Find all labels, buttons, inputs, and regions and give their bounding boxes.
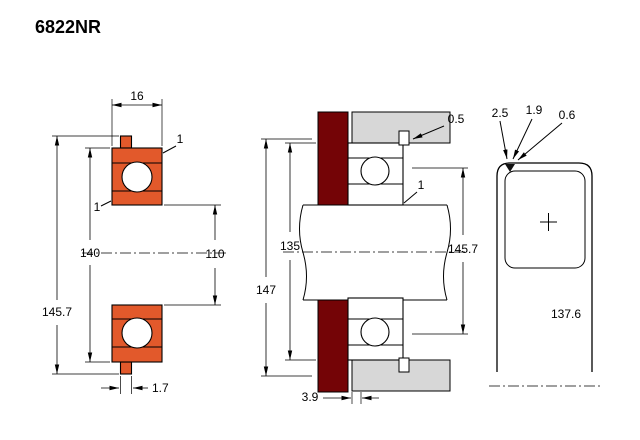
shaft-body [303, 206, 447, 299]
ball-mounted-bottom [360, 317, 390, 347]
dim-groove-depth: 2.5 [492, 106, 509, 120]
ball-mounted-top [360, 156, 390, 186]
side-gap-leader-line [412, 125, 445, 140]
chamfer-leader-line [403, 191, 418, 204]
face-outline [504, 170, 586, 269]
ring-thickness-leader [512, 118, 533, 160]
dim-chamfer-bore: 1 [94, 200, 101, 214]
groove-depth-leader [499, 120, 508, 160]
dim-width: 16 [130, 89, 144, 103]
dim-chamfer-top: 1 [177, 132, 184, 146]
extension-lines [52, 99, 221, 394]
abutment-section-bottom [317, 299, 349, 393]
dim-abutment-dia: 135 [280, 239, 300, 253]
extension-lines [261, 138, 468, 404]
mounted-dimensions: 135 147 145.7 1 0.5 3.9 [256, 112, 478, 404]
center-mark [540, 213, 557, 231]
dim-outer-dia: 140 [80, 246, 100, 260]
ball-bottom [121, 317, 153, 349]
cross-section-dimensions: 16 140 145.7 110 1 1 1.7 [42, 89, 225, 395]
dim-side-gap: 0.5 [448, 112, 465, 126]
dim-ring-thickness: 1.9 [526, 103, 543, 117]
groove-detail-view: 2.5 1.9 0.6 137.6 [489, 103, 601, 387]
abutment-section-top [317, 111, 349, 206]
dim-chamfer-mounted: 1 [418, 178, 425, 192]
dim-edge-gap: 0.6 [559, 108, 576, 122]
dim-snap-ring-width: 1.7 [152, 381, 169, 395]
groove-notch [505, 164, 515, 172]
dim-bore-dia: 110 [205, 247, 224, 261]
cross-section-view: 16 140 145.7 110 1 1 1.7 [42, 89, 228, 395]
dim-housing-dia: 147 [256, 283, 276, 297]
edge-gap-leader [517, 122, 563, 161]
snap-ring-tab-bottom [119, 361, 133, 375]
dim-snap-ring-dia: 145.7 [42, 305, 72, 319]
mounted-view: 135 147 145.7 1 0.5 3.9 [256, 111, 478, 404]
snap-ring-tab-top [119, 135, 133, 149]
dim-snap-ring-dia-mounted: 145.7 [448, 242, 478, 256]
chamfer-leader-lines [100, 145, 177, 207]
detail-dimensions: 2.5 1.9 0.6 137.6 [492, 103, 582, 321]
dim-groove-dia: 137.6 [551, 307, 581, 321]
ball-top [121, 161, 153, 193]
drawing-title: 6822NR [35, 17, 101, 37]
dim-groove-width: 3.9 [302, 390, 319, 404]
snap-ring-mounted-top [398, 130, 410, 146]
snap-ring-mounted-bottom [398, 357, 410, 373]
